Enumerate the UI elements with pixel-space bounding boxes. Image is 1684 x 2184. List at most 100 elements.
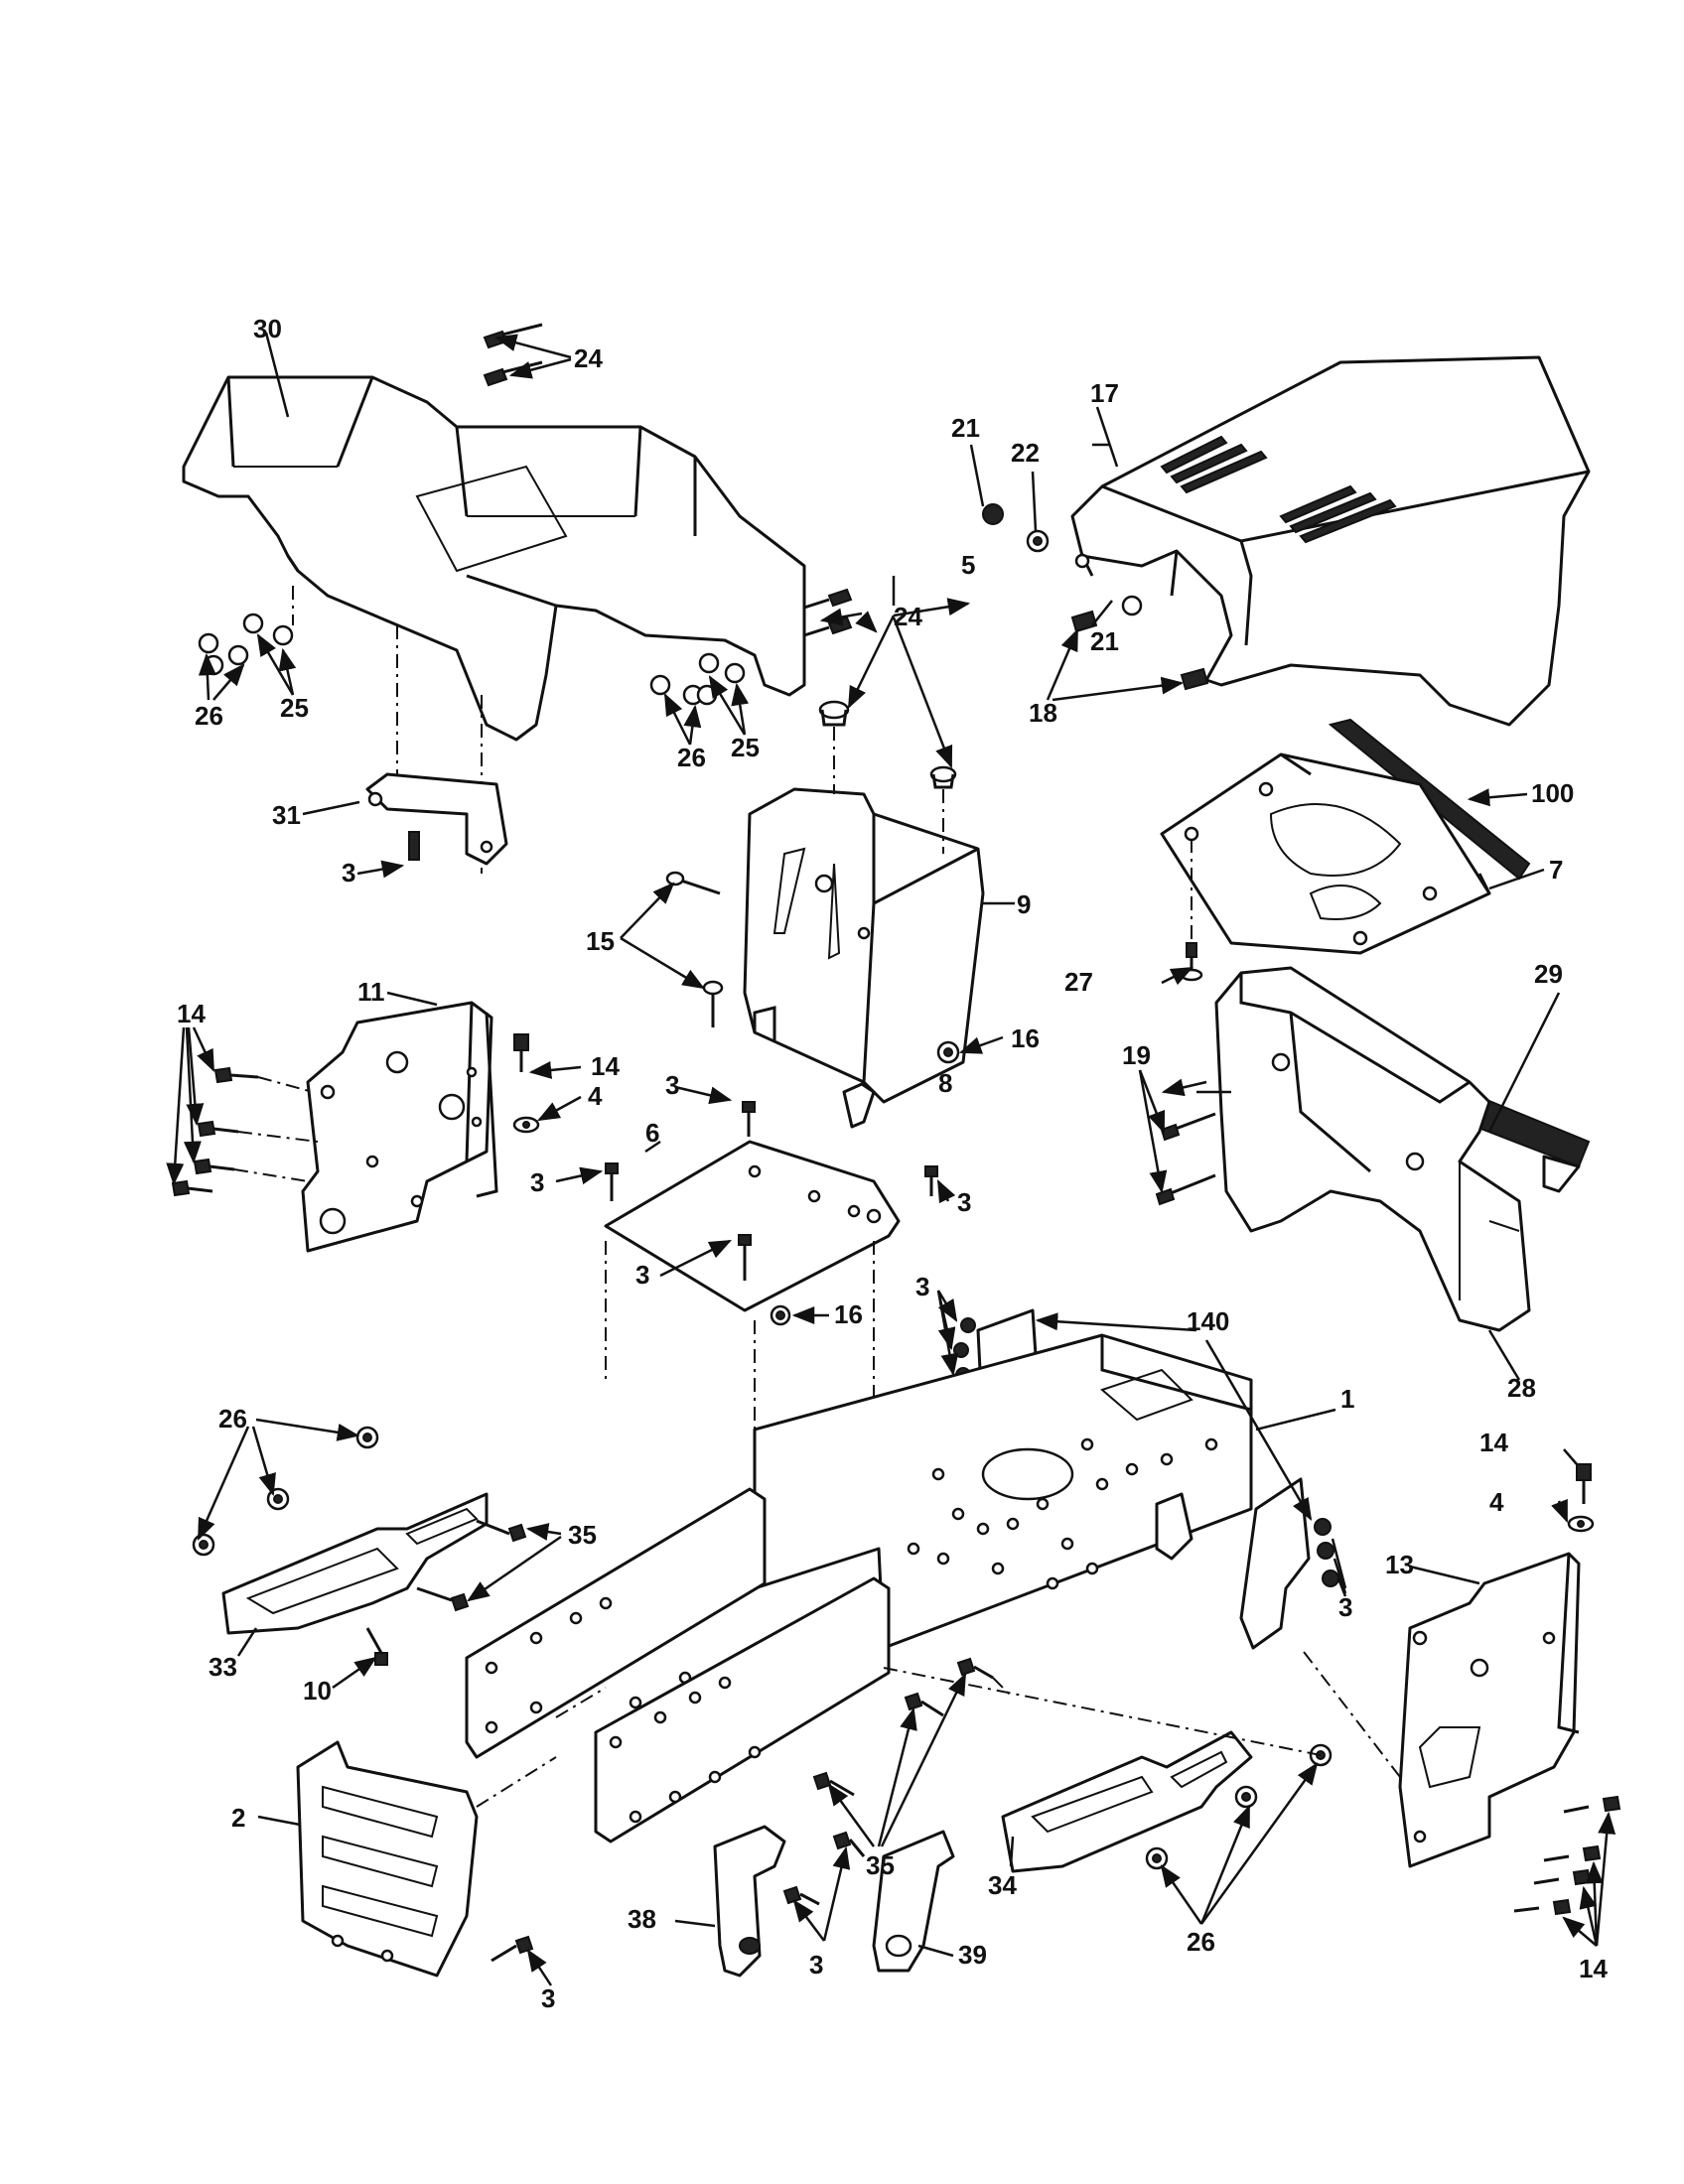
bolt-part-24-top — [483, 323, 543, 387]
nut-washer-part-25-26-right — [649, 652, 746, 706]
label-35-left: 35 — [568, 1520, 597, 1550]
label-26-bottom: 26 — [1187, 1927, 1215, 1957]
label-10: 10 — [303, 1676, 332, 1706]
bolt-part-35-center — [812, 1657, 994, 1797]
hood-part-17 — [1070, 355, 1591, 727]
nut-washer-part-25-26-left — [198, 586, 294, 676]
label-3-bracket140: 3 — [915, 1272, 929, 1301]
dash-panel-part-9 — [743, 787, 985, 1104]
side-panel-part-11 — [301, 1001, 498, 1253]
hood-vents — [1160, 435, 1397, 544]
label-14-right-top: 14 — [1479, 1428, 1508, 1457]
label-14-mid: 14 — [591, 1051, 620, 1081]
footrest-part-34 — [1001, 1730, 1253, 1873]
rear-plate-part-2 — [296, 1740, 479, 1978]
frame-part-1 — [753, 1333, 1253, 1650]
nut-part-16-lower — [770, 1304, 791, 1326]
label-19: 19 — [1122, 1040, 1151, 1070]
frame-holes — [907, 1437, 1218, 1590]
label-30: 30 — [253, 314, 282, 343]
label-18: 18 — [1029, 698, 1057, 728]
plate-part-6 — [604, 1140, 901, 1312]
label-26-right: 26 — [677, 743, 706, 772]
label-4-left: 4 — [588, 1081, 603, 1111]
knob-part-21-22 — [982, 503, 1143, 616]
bolt-part-14-right — [1513, 1795, 1621, 1916]
label-25-right: 25 — [731, 733, 760, 762]
bracket-part-140-lower — [1239, 1477, 1339, 1650]
bolt-part-14-washer-4-right — [1567, 1463, 1595, 1533]
label-140: 140 — [1187, 1306, 1229, 1336]
label-100: 100 — [1531, 778, 1574, 808]
label-39: 39 — [958, 1940, 987, 1970]
label-14-left: 14 — [177, 999, 206, 1028]
label-4-right: 4 — [1489, 1487, 1504, 1517]
label-3-bracket31: 3 — [342, 858, 355, 887]
label-25-left: 25 — [280, 693, 309, 723]
plate-part-1-right-rail — [594, 1576, 891, 1843]
screw-part-27 — [1180, 942, 1203, 982]
label-3-lower-center: 3 — [635, 1260, 649, 1290]
label-26-left-footrest: 26 — [218, 1404, 247, 1433]
label-28: 28 — [1507, 1373, 1536, 1403]
part-labels: 30 24 24 17 21 22 21 18 26 25 26 25 5 10… — [177, 314, 1608, 2013]
nut-part-26-left — [192, 1426, 379, 1557]
label-16-upper: 16 — [1011, 1024, 1040, 1053]
footrest-part-33 — [221, 1492, 489, 1635]
label-34: 34 — [988, 1870, 1017, 1900]
label-17: 17 — [1090, 378, 1119, 408]
label-13: 13 — [1385, 1550, 1414, 1579]
label-11: 11 — [357, 977, 385, 1007]
label-27: 27 — [1064, 967, 1093, 997]
side-panel-part-13 — [1398, 1552, 1581, 1868]
label-6: 6 — [645, 1118, 659, 1148]
label-3-bottom: 3 — [809, 1950, 823, 1979]
label-8: 8 — [938, 1068, 952, 1098]
label-9: 9 — [1017, 889, 1031, 919]
bolt-part-35-left — [416, 1519, 527, 1612]
label-21-mid: 21 — [1090, 626, 1119, 656]
label-2: 2 — [231, 1803, 245, 1833]
label-26-left: 26 — [195, 701, 223, 731]
plate-part-1-left-rail — [465, 1487, 767, 1759]
clamp-part-8 — [842, 1082, 876, 1129]
screw-part-19 — [1155, 1112, 1216, 1206]
label-3-right-bracket: 3 — [1338, 1592, 1352, 1622]
label-35-center: 35 — [866, 1850, 895, 1880]
rear-fender-part-30 — [182, 375, 806, 742]
label-15: 15 — [586, 926, 615, 956]
label-31: 31 — [272, 800, 301, 830]
bracket-part-38 — [713, 1825, 786, 1978]
label-29: 29 — [1534, 959, 1563, 989]
screw-part-3-bracket — [782, 1831, 866, 1906]
bolt-part-24-right — [803, 588, 853, 637]
label-21-top: 21 — [951, 413, 980, 443]
label-5: 5 — [961, 550, 975, 580]
nut-part-16-upper — [936, 1040, 960, 1064]
label-3-left-center: 3 — [530, 1167, 544, 1197]
shroud-part-28 — [1214, 966, 1531, 1332]
bracket-part-39 — [872, 1830, 955, 1973]
pad-part-18 — [1070, 610, 1209, 691]
label-16-lower: 16 — [834, 1299, 863, 1329]
screw-part-3-plate — [605, 1101, 938, 1281]
label-3-rear: 3 — [541, 1983, 555, 2013]
leader-lines — [166, 332, 1616, 1986]
label-24-top: 24 — [574, 343, 603, 373]
bolt-part-14-washer-4-left — [512, 1033, 540, 1134]
label-14-bottom-right: 14 — [1579, 1954, 1608, 1983]
label-3-top-center: 3 — [665, 1070, 679, 1100]
grommet-part-5 — [818, 700, 957, 789]
label-7: 7 — [1549, 855, 1563, 885]
block-part-1 — [1155, 1492, 1193, 1561]
bolt-part-15 — [665, 871, 724, 1027]
label-24-right: 24 — [894, 602, 922, 631]
pan-part-7 — [1160, 752, 1491, 955]
label-3-right-center: 3 — [957, 1187, 971, 1217]
bracket-part-31 — [365, 772, 508, 866]
label-33: 33 — [209, 1652, 237, 1682]
label-38: 38 — [628, 1904, 656, 1934]
label-1: 1 — [1340, 1384, 1354, 1414]
screw-part-3-rear — [491, 1935, 534, 1963]
